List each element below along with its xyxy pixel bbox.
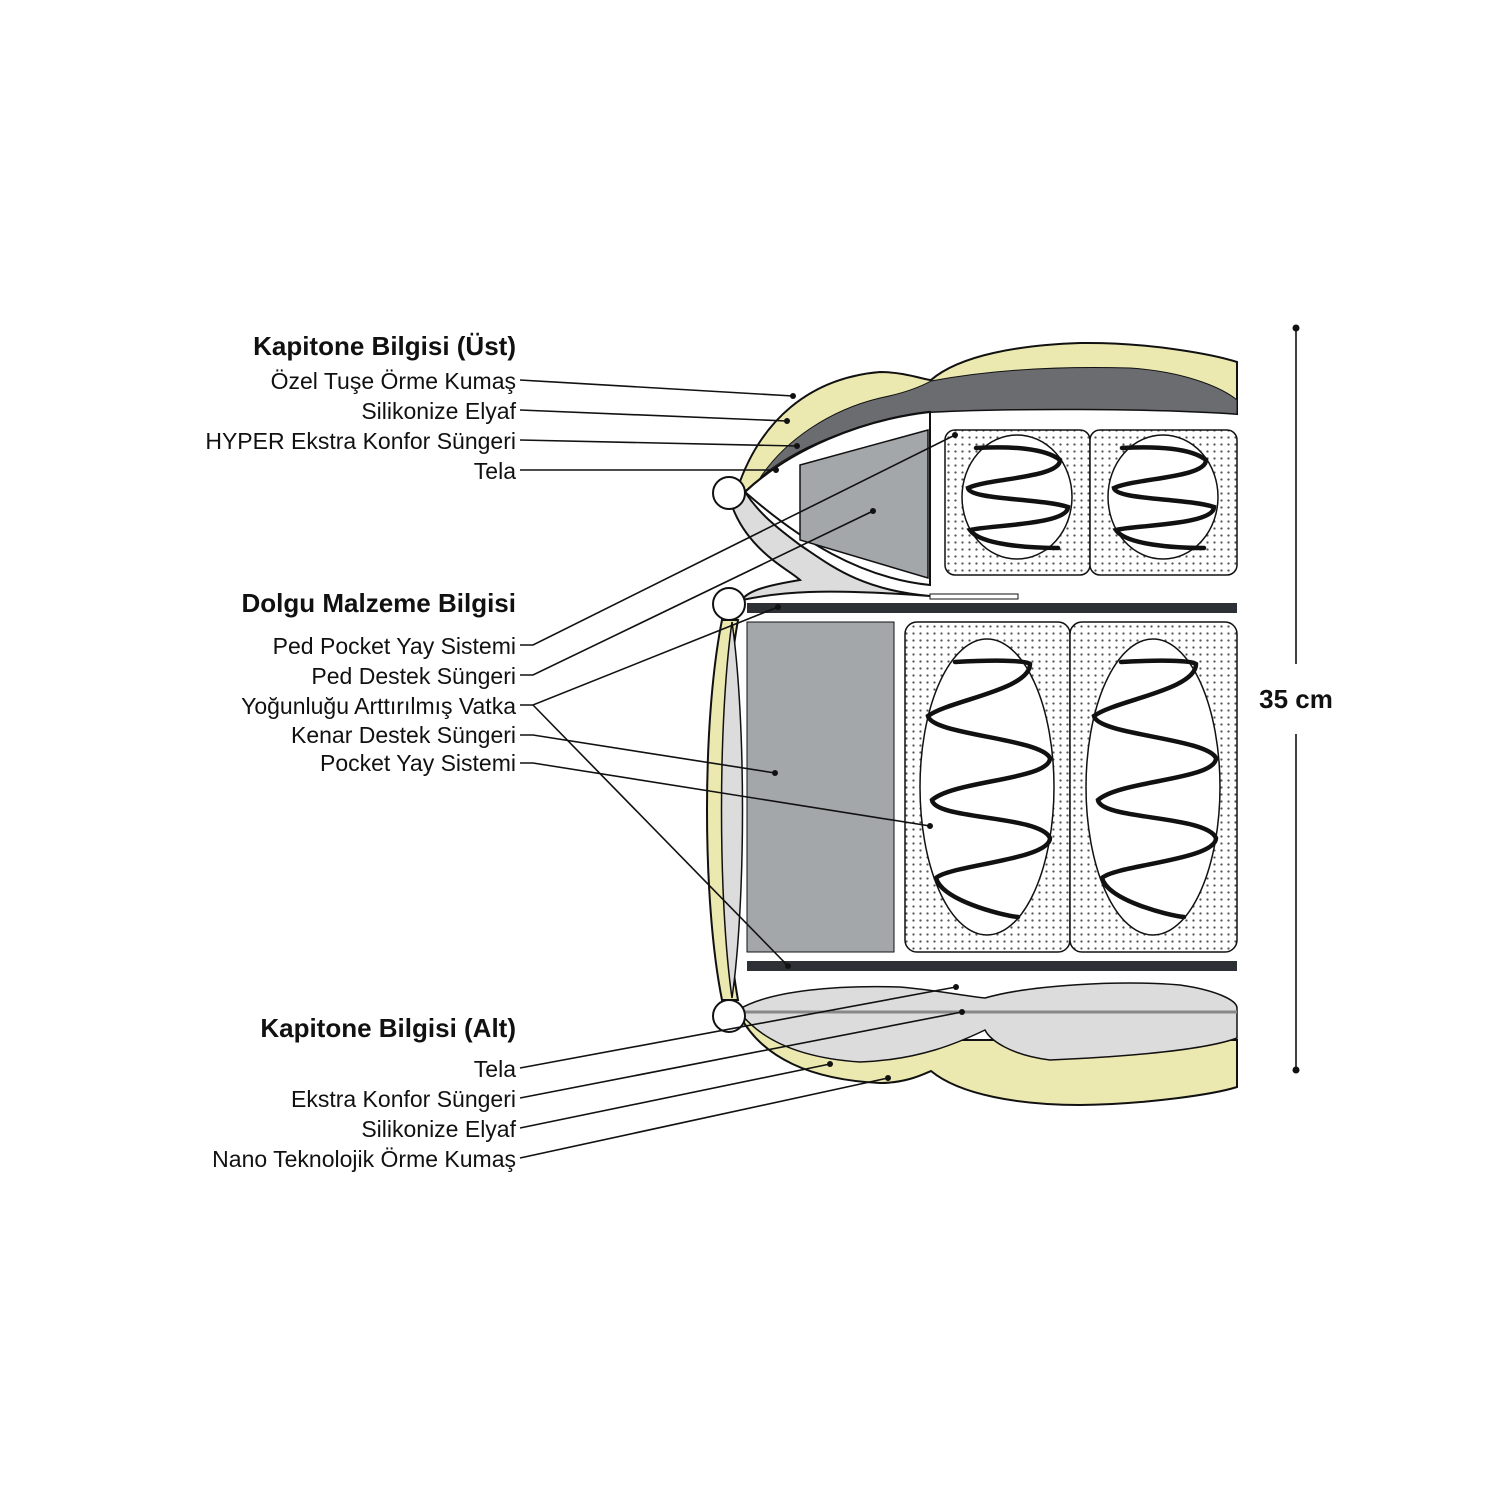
- top-thin-strip: [929, 593, 1019, 600]
- bottom-quilt-layer: [735, 982, 1238, 1107]
- ped-spring-coil-1: [965, 445, 1071, 551]
- label-ped-support: Ped Destek Süngeri: [311, 663, 516, 689]
- label-edge-support: Kenar Destek Süngeri: [291, 722, 516, 748]
- label-pocket-spring: Pocket Yay Sistemi: [320, 750, 516, 776]
- leader-dots: [772, 393, 965, 1081]
- top-section-labels: Kapitone Bilgisi (Üst) Özel Tuşe Örme Ku…: [205, 331, 516, 484]
- bottom-comfort-foam: [736, 982, 1238, 1063]
- middle-section-labels: Dolgu Malzeme Bilgisi Ped Pocket Yay Sis…: [241, 588, 516, 776]
- bottom-section-title: Kapitone Bilgisi (Alt): [260, 1013, 516, 1043]
- ped-pocket-oval-1: [961, 434, 1073, 560]
- height-dimension: 35 cm: [1259, 324, 1333, 1074]
- pocket-oval-1: [919, 638, 1055, 936]
- middle-section-title: Dolgu Malzeme Bilgisi: [242, 588, 517, 618]
- tuft-button-bottom: [712, 999, 746, 1033]
- label-bottom-foam: Ekstra Konfor Süngeri: [291, 1086, 516, 1112]
- ped-pocket-spring-system: [944, 429, 1238, 576]
- leader-lines: [519, 379, 963, 1159]
- ped-pocket-oval-2: [1107, 434, 1219, 560]
- label-top-foam: HYPER Ekstra Konfor Süngeri: [205, 428, 516, 454]
- ped-spring-coil-2: [1111, 445, 1217, 551]
- label-top-tela: Tela: [474, 458, 516, 484]
- label-bottom-fabric: Nano Teknolojik Örme Kumaş: [212, 1146, 516, 1172]
- label-bottom-fiber: Silikonize Elyaf: [361, 1116, 516, 1142]
- top-section-title: Kapitone Bilgisi (Üst): [253, 331, 516, 361]
- label-ped-pocket: Ped Pocket Yay Sistemi: [273, 633, 516, 659]
- edge-support-foam: [746, 621, 895, 953]
- pocket-spring-coil-1: [925, 658, 1053, 920]
- tuft-button-top: [712, 476, 746, 510]
- batting-bar-bottom: [747, 961, 1237, 971]
- ped-support-foam: [799, 429, 929, 580]
- tuft-button-middle: [712, 587, 746, 621]
- batting-bar-top: [747, 603, 1237, 613]
- side-wedge: [728, 490, 931, 602]
- pocket-oval-2: [1085, 638, 1221, 936]
- label-top-fabric: Özel Tuşe Örme Kumaş: [271, 368, 516, 394]
- height-dimension-label: 35 cm: [1259, 684, 1333, 714]
- label-batting: Yoğunluğu Arttırılmış Vatka: [241, 693, 516, 719]
- label-bottom-tela: Tela: [474, 1056, 516, 1082]
- pocket-spring-system: [904, 621, 1238, 953]
- label-top-fiber: Silikonize Elyaf: [361, 398, 516, 424]
- bottom-section-labels: Kapitone Bilgisi (Alt) Tela Ekstra Konfo…: [212, 1013, 516, 1172]
- pocket-spring-coil-2: [1091, 658, 1219, 920]
